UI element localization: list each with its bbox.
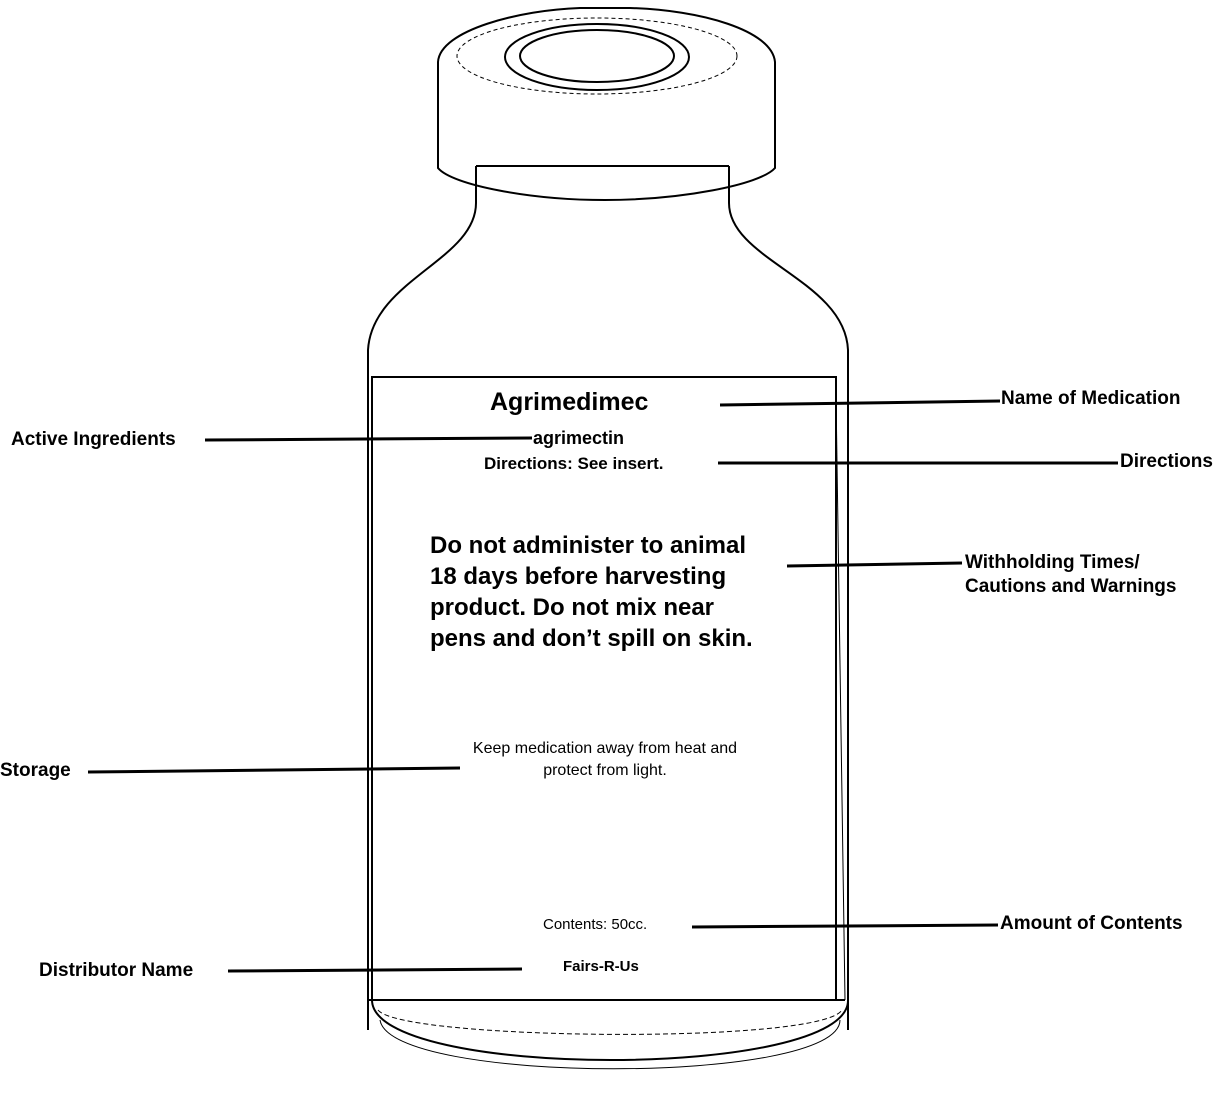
leader-distributor-name <box>227 967 523 973</box>
warning-line: pens and don’t spill on skin. <box>430 625 753 652</box>
warning-line: Do not administer to animal <box>430 532 747 559</box>
callout-name-of-medication: Name of Medication <box>1001 388 1181 409</box>
vial-base <box>368 999 850 1070</box>
callout-storage: Storage <box>0 760 71 781</box>
callout-distributor-name: Distributor Name <box>39 960 194 981</box>
warning-text: Do not administer to animal 18 days befo… <box>430 530 753 654</box>
storage-line: Keep medication away from heat and <box>472 740 738 757</box>
distributor-text: Fairs-R-Us <box>563 958 639 975</box>
directions-text: Directions: See insert. <box>484 454 664 473</box>
callout-amount-of-contents: Amount of Contents <box>1000 913 1183 934</box>
callout-lines <box>87 399 1118 973</box>
active-ingredient: agrimectin <box>533 428 625 448</box>
warning-line: 18 days before harvesting <box>430 563 727 590</box>
warning-line: product. Do not mix near <box>430 594 715 621</box>
callout-directions: Directions <box>1120 451 1213 472</box>
leader-name-of-medication <box>719 399 1001 407</box>
callout-withholding-line: Cautions and Warnings <box>965 576 1177 597</box>
leader-amount-of-contents <box>691 923 999 929</box>
storage-text: Keep medication away from heat and prote… <box>420 738 790 782</box>
callout-active-ingredients: Active Ingredients <box>11 429 176 450</box>
leader-withholding <box>786 561 963 568</box>
vial-neck <box>367 165 849 1030</box>
medication-name: Agrimedimec <box>490 388 649 416</box>
vial-cap <box>437 7 776 202</box>
storage-line: protect from light. <box>543 762 667 779</box>
callout-withholding-line: Withholding Times/ <box>965 552 1140 573</box>
leader-storage <box>87 766 461 774</box>
callout-withholding: Withholding Times/ Cautions and Warnings <box>965 551 1176 599</box>
contents-text: Contents: 50cc. <box>543 916 648 933</box>
leader-active-ingredients <box>204 436 533 442</box>
